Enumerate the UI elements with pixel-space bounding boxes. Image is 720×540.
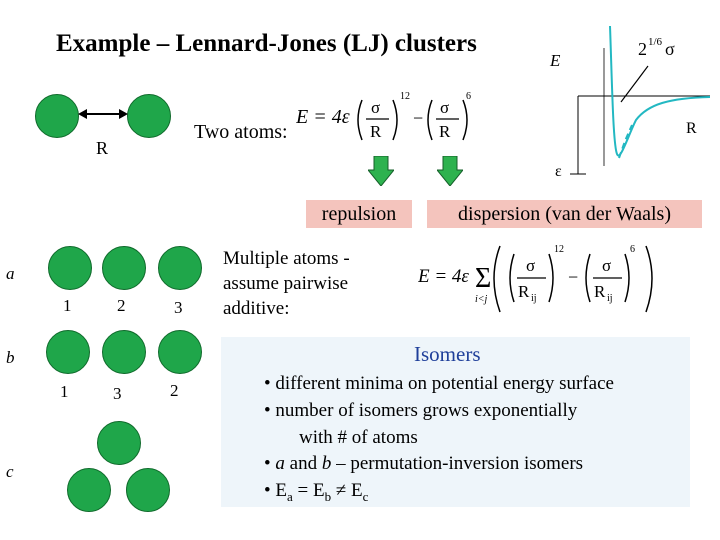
cluster-a-label: a (6, 264, 15, 283)
isomers-line-4-sub-a: a (287, 488, 293, 504)
formula-many-r-2: R (594, 282, 606, 301)
isomers-line-3-b: b (321, 453, 332, 474)
bullet: • (264, 373, 271, 394)
formula-many-r: R (518, 282, 530, 301)
plot-y-label: E (549, 51, 561, 70)
formula-r: R (370, 122, 382, 141)
atom-right (127, 94, 171, 138)
big-paren-close (645, 245, 653, 313)
formula-sigma: σ (371, 98, 380, 117)
multiple-atoms-line-3: additive: (223, 298, 290, 319)
arrow-down-dispersion (437, 156, 463, 186)
isomers-bullet-2: • number of isomers grows exponentially (264, 400, 577, 422)
cluster-a-num-1: 1 (63, 296, 72, 315)
plot-curve (609, 26, 711, 157)
two-atoms-label: Two atoms: (194, 121, 288, 143)
isomers-line-4-ne: ≠ E (335, 480, 363, 501)
cluster-a-num-3: 3 (174, 298, 183, 317)
plot-x-label: R (686, 120, 697, 137)
cluster-a-atom-1 (48, 246, 92, 290)
cluster-c-atom-top (97, 421, 141, 465)
formula-many-exp-disp: 6 (630, 244, 635, 255)
formula-lhs: E = 4ε (296, 106, 350, 128)
plot-zero-base: 2 (638, 39, 647, 59)
isomers-line-3-rest: – permutation-inversion isomers (336, 453, 584, 474)
atom-left (35, 94, 79, 138)
formula-many-rsub-2: ij (607, 293, 613, 304)
formula-sigma-2: σ (440, 98, 449, 117)
big-paren-open (493, 245, 501, 313)
paren-open-disp (427, 99, 433, 141)
plot-pointer (620, 65, 649, 103)
multiple-atoms-line-2: assume pairwise (223, 273, 349, 294)
isomers-line-1: different minima on potential energy sur… (275, 373, 614, 394)
cluster-b-label: b (6, 348, 15, 367)
formula-many-lhs: E = 4ε (418, 266, 469, 287)
isomers-line-4-sub-b: b (324, 488, 332, 504)
bullet: • (264, 480, 271, 501)
paren-open-rep (357, 99, 363, 141)
plot-zero-sigma: σ (665, 39, 675, 59)
sum-index: i<j (475, 294, 488, 305)
bullet: • (264, 400, 271, 421)
isomers-line-2: number of isomers grows exponentially (275, 400, 578, 421)
isomers-title: Isomers (414, 342, 481, 366)
cluster-c-atom-right (126, 468, 170, 512)
distance-label: R (96, 138, 109, 158)
isomers-line-3-and: and (289, 453, 318, 474)
sum-sign: Σ (475, 263, 491, 294)
dispersion-label: dispersion (van der Waals) (427, 200, 702, 228)
svg-text:−: − (568, 267, 578, 287)
plot-min-label: ε (555, 163, 562, 180)
exp-rep: 12 (400, 91, 410, 102)
isomers-bullet-4: • Ea = Eb ≠ Ec (264, 480, 368, 505)
formula-many-exp-rep: 12 (554, 244, 564, 255)
exp-disp: 6 (466, 91, 471, 102)
paren-close-rep (392, 99, 398, 141)
cluster-b-atom-1 (46, 330, 90, 374)
slide-title: Example – Lennard-Jones (LJ) clusters (56, 30, 477, 57)
cluster-b-num-1: 1 (60, 382, 69, 401)
isomers-bullet-3: • a and b – permutation-inversion isomer… (264, 453, 583, 475)
cluster-b-num-2: 3 (113, 384, 122, 403)
pair-potential-formula: E = 4ε σ R 12 − σ R 6 (296, 91, 471, 141)
isomers-line-4-eq: = E (297, 480, 325, 501)
formula-many-sigma: σ (526, 256, 535, 275)
lj-potential-plot: E 2 1/6 σ R ε (549, 26, 711, 180)
paren-close-disp (462, 99, 468, 141)
formula-many-sigma-2: σ (602, 256, 611, 275)
cluster-a-num-2: 2 (117, 296, 126, 315)
cluster-a-atom-2 (102, 246, 146, 290)
repulsion-label: repulsion (306, 200, 412, 228)
isomers-line-2b: with # of atoms (299, 427, 418, 448)
arrow-down-repulsion (368, 156, 394, 186)
cluster-b-num-3: 2 (170, 381, 179, 400)
pairwise-sum-formula: E = 4ε Σ i<j σ R ij 12 − σ R ij 6 (418, 244, 653, 313)
cluster-c-atom-left (67, 468, 111, 512)
formula-r-2: R (439, 122, 451, 141)
formula-many-rsub: ij (531, 293, 537, 304)
cluster-b-atom-3 (158, 330, 202, 374)
bullet: • (264, 453, 271, 474)
isomers-line-3-a: a (275, 453, 285, 474)
cluster-c-label: c (6, 462, 14, 481)
isomers-line-4-e: E (275, 480, 288, 501)
distance-arrow (78, 109, 128, 119)
isomers-bullet-1: • different minima on potential energy s… (264, 373, 614, 395)
isomers-panel: Isomers • different minima on potential … (221, 337, 690, 507)
plot-zero-exp: 1/6 (648, 36, 663, 48)
isomers-line-4-sub-c: c (362, 488, 369, 504)
cluster-a-atom-3 (158, 246, 202, 290)
svg-text:−: − (413, 108, 423, 128)
cluster-b-atom-2 (102, 330, 146, 374)
multiple-atoms-line-1: Multiple atoms - (223, 248, 350, 269)
